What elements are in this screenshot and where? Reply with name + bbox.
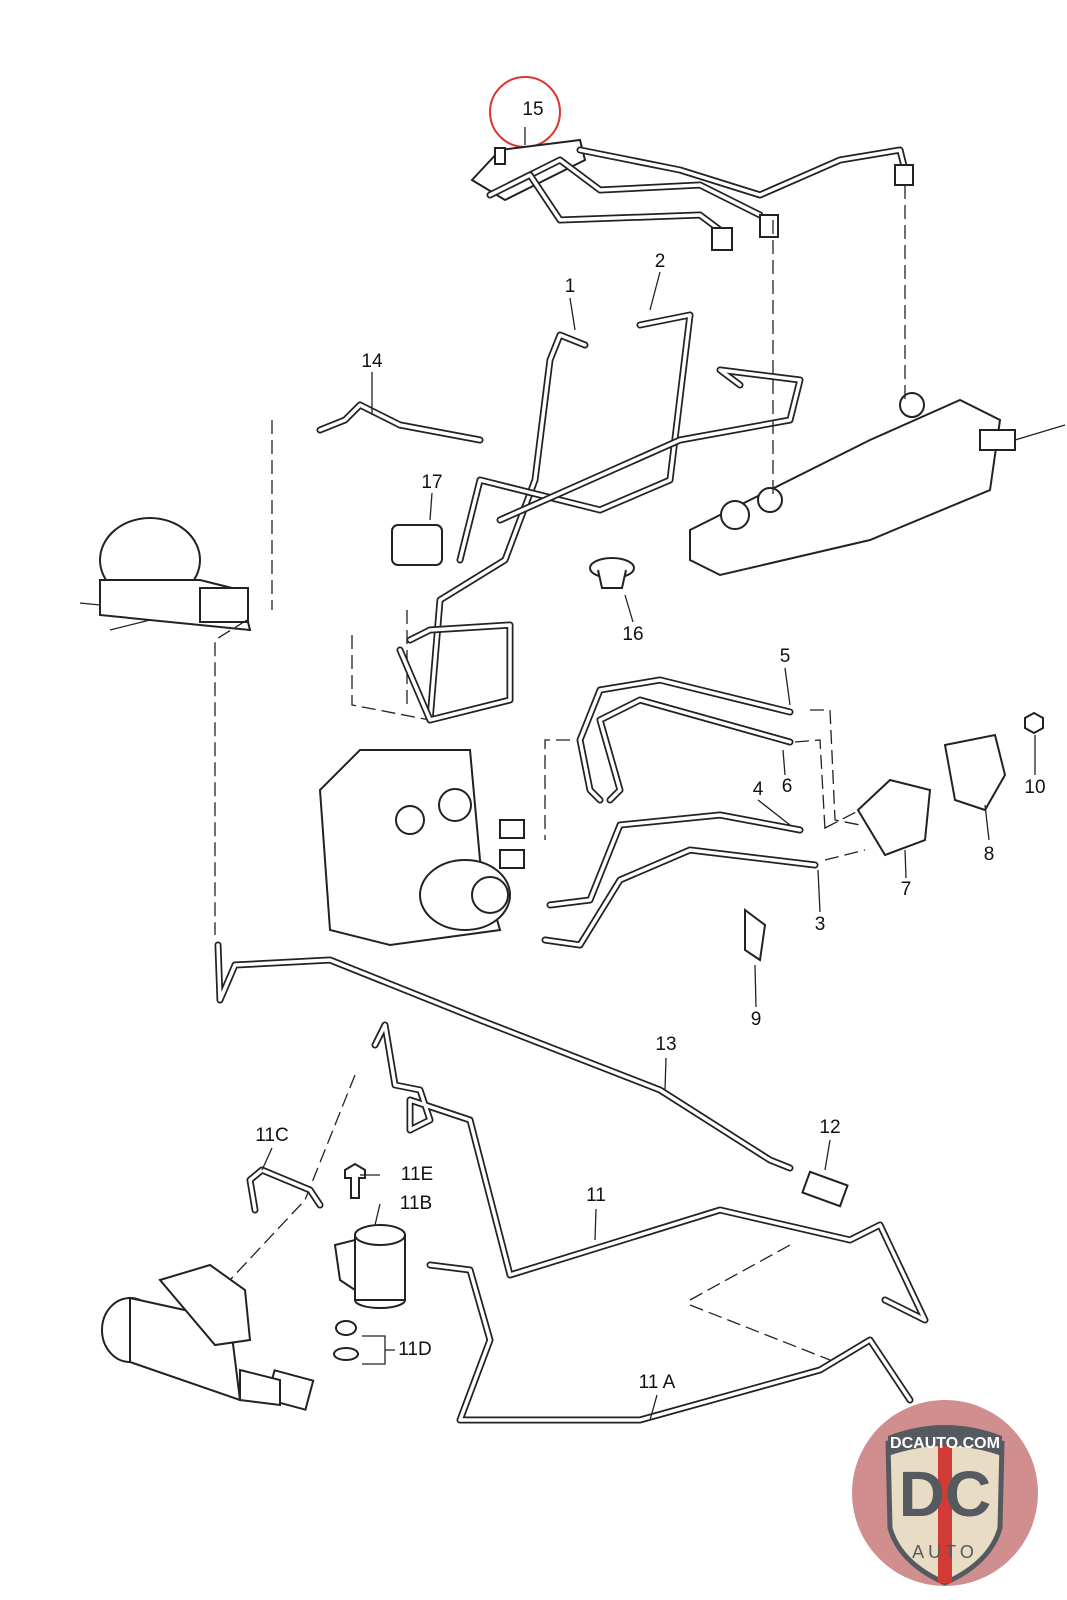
callout-12: 12 bbox=[819, 1117, 841, 1138]
callout-11e: 11E bbox=[400, 1164, 434, 1185]
part-11E-bolt bbox=[344, 1162, 366, 1199]
abs-hydraulic-unit bbox=[318, 749, 525, 947]
logo-top-text: DCAUTO.COM bbox=[890, 1435, 1000, 1452]
callout-2: 2 bbox=[654, 251, 666, 272]
part-17-clip bbox=[391, 524, 443, 566]
callout-1: 1 bbox=[564, 276, 576, 297]
callout-5: 5 bbox=[779, 646, 791, 667]
callout-6: 6 bbox=[781, 776, 793, 797]
callout-10: 10 bbox=[1024, 777, 1046, 798]
callout-3: 3 bbox=[814, 914, 826, 935]
pump bbox=[101, 1263, 315, 1411]
callout-7: 7 bbox=[900, 879, 912, 900]
part-7-distributor bbox=[856, 778, 932, 857]
master-cylinder bbox=[689, 392, 1066, 577]
part-11B-filter bbox=[333, 1224, 406, 1309]
callout-11b: 11B bbox=[399, 1193, 433, 1214]
part-8-gasket bbox=[943, 733, 1007, 812]
callout-16: 16 bbox=[622, 624, 644, 645]
callout-11d: 11D bbox=[398, 1339, 432, 1360]
callout-17: 17 bbox=[421, 472, 443, 493]
part-10-nut bbox=[1024, 711, 1044, 735]
callout-11a: 11 A bbox=[638, 1372, 676, 1393]
dc-auto-watermark-logo: DCAUTO.COM DC AUTO bbox=[850, 1398, 1040, 1588]
part-11D-seal bbox=[335, 1320, 357, 1336]
part-15-pipe-assembly bbox=[470, 138, 914, 251]
part-9-clip bbox=[744, 908, 767, 962]
part-12-union bbox=[801, 1170, 849, 1208]
accumulator bbox=[79, 517, 252, 632]
callout-14: 14 bbox=[361, 351, 383, 372]
callout-4: 4 bbox=[752, 779, 764, 800]
callout-13: 13 bbox=[655, 1034, 677, 1055]
callout-11: 11 bbox=[586, 1185, 606, 1206]
logo-main-text: DC bbox=[899, 1458, 991, 1530]
logo-bottom-text: AUTO bbox=[912, 1542, 978, 1562]
callout-15: 15 bbox=[522, 99, 544, 120]
callout-11c: 11C bbox=[255, 1125, 289, 1146]
callout-8: 8 bbox=[983, 844, 995, 865]
callout-9: 9 bbox=[750, 1009, 762, 1030]
